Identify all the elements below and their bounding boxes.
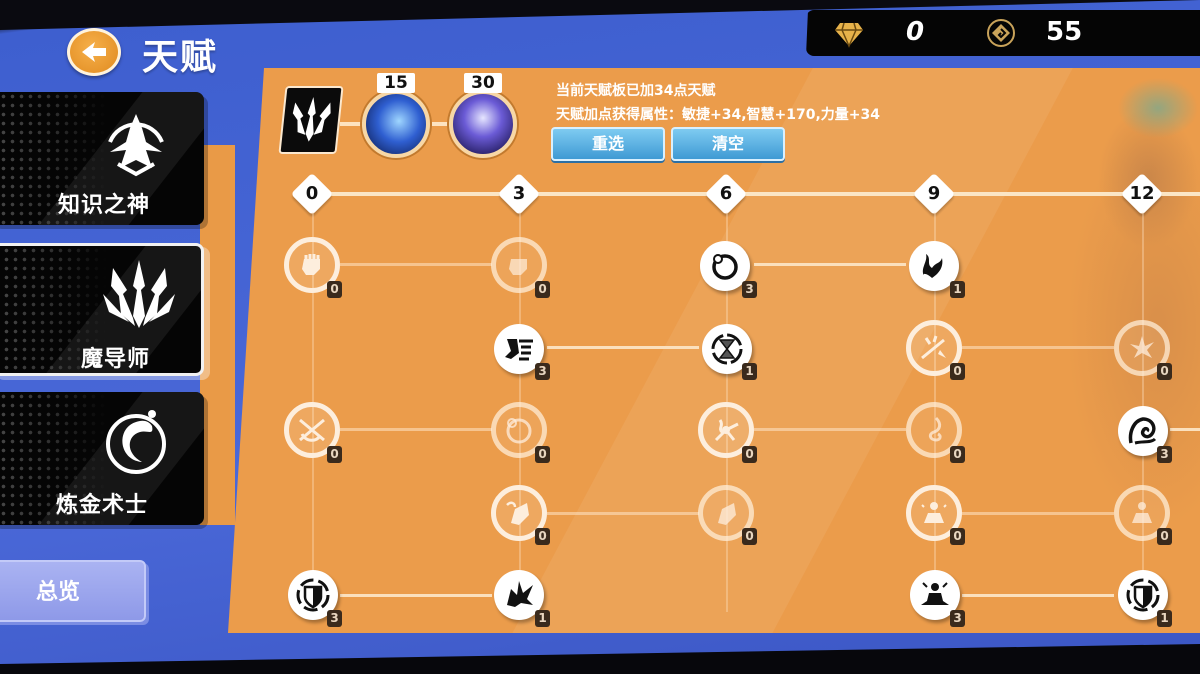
burst-icon [1130,336,1154,358]
class-tab-alchemist[interactable]: 炼金术士 [0,392,204,525]
node-point-count: 3 [327,610,342,627]
talent-points-info: 当前天赋板已加34点天赋 [556,83,716,99]
currency-bar: 0 55 [806,10,1200,56]
fist-icon [509,259,527,275]
diamond-icon [835,22,863,48]
node-point-count: 0 [535,446,550,463]
node-link [340,594,492,597]
tier-marker: 12 [1120,172,1164,216]
node-link [547,512,699,515]
tier-marker: 6 [704,172,748,216]
node-point-count: 0 [535,528,550,545]
skill-level-tag: 30 [464,73,502,93]
talent-node-orbit-ring[interactable] [491,402,547,458]
node-link [547,346,699,349]
node-point-count: 0 [742,446,757,463]
node-point-count: 1 [1157,610,1172,627]
tier-track [312,192,1200,196]
swirl-liquid-icon [106,410,166,474]
talent-node-vortex-swirl[interactable] [1118,406,1168,456]
fist-icon [302,254,320,275]
crossed-horns-icon [299,418,325,442]
crystal-shard-icon [506,501,529,525]
flame-spiral-icon [928,416,942,442]
node-link [340,428,492,431]
node-link [754,263,906,266]
node-point-count: 0 [1157,363,1172,380]
node-point-count: 3 [742,281,757,298]
talent-node-explosion-figure[interactable] [698,402,754,458]
node-point-count: 1 [950,281,965,298]
page-title: 天赋 [142,37,219,78]
node-point-count: 3 [1157,446,1172,463]
node-point-count: 0 [1157,528,1172,545]
talent-node-winged-boot[interactable] [494,324,544,374]
lightning-spikes-icon [292,97,331,142]
back-button[interactable] [67,28,121,76]
node-link [962,512,1114,515]
class-badge [278,86,344,154]
talent-node-meditation-sparkle[interactable] [906,485,962,541]
back-arrow-icon [82,42,106,62]
node-point-count: 0 [535,281,550,298]
orb-connector [432,122,452,126]
orbit-ring-icon [506,418,532,444]
lightning-spikes-icon [103,260,175,328]
sword-clash-icon [921,335,946,360]
dark-flame-icon [922,254,943,278]
node-point-count: 0 [950,446,965,463]
node-link [754,428,906,431]
node-link [1170,428,1200,431]
meditation-sparkle-icon [921,502,947,523]
class-label: 魔导师 [81,347,151,372]
orb-connector [340,122,364,126]
coin-count: 55 [1046,17,1083,47]
clear-button[interactable]: 清空 [671,127,785,161]
ascending-light-skill-icon[interactable] [449,90,517,158]
winged-boot-icon [505,339,533,361]
half-shield-icon [1126,578,1160,612]
crystal-shard-icon [718,503,736,525]
reselect-button[interactable]: 重选 [551,127,665,161]
node-point-count: 1 [742,363,757,380]
node-point-count: 3 [950,610,965,627]
talent-node-meditation[interactable] [910,570,960,620]
node-link [962,594,1114,597]
class-label: 炼金术士 [56,493,149,518]
class-label: 知识之神 [58,193,151,218]
tier-marker: 0 [290,172,334,216]
node-link [962,346,1114,349]
node-point-count: 0 [950,363,965,380]
vortex-swirl-icon [1128,417,1157,445]
node-point-count: 0 [327,446,342,463]
class-tab-knowledge-god[interactable]: 知识之神 [0,92,204,225]
skill-level-tag: 15 [377,73,415,93]
overview-label: 总览 [36,580,81,605]
spiral-coin-icon [987,19,1015,47]
blue-vortex-skill-icon[interactable] [362,90,430,158]
class-tab-archmage[interactable]: 魔导师 [0,243,204,376]
hourglass-icon [711,333,743,365]
node-point-count: 0 [327,281,342,298]
robed-deity-icon [108,114,164,177]
node-point-count: 1 [535,610,550,627]
diamond-count: 0 [906,17,925,47]
explosion-figure-icon [714,419,739,442]
node-point-count: 3 [535,363,550,380]
tier-marker: 9 [912,172,956,216]
node-point-count: 0 [742,528,757,545]
node-link [340,263,492,266]
tier-marker: 3 [497,172,541,216]
half-shield-icon [296,578,330,612]
node-point-count: 0 [950,528,965,545]
orbit-ring-icon [712,254,738,280]
sidebar-accent [200,145,235,525]
talent-attributes-info: 天赋加点获得属性：敏捷+34,智慧+170,力量+34 [556,107,881,123]
overview-button[interactable]: 总览 [0,560,146,622]
meditation-sparkle-icon [1132,502,1152,523]
meditation-icon [921,582,949,605]
talent-node-orbit-ring[interactable] [700,241,750,291]
shatter-icon [507,581,533,607]
